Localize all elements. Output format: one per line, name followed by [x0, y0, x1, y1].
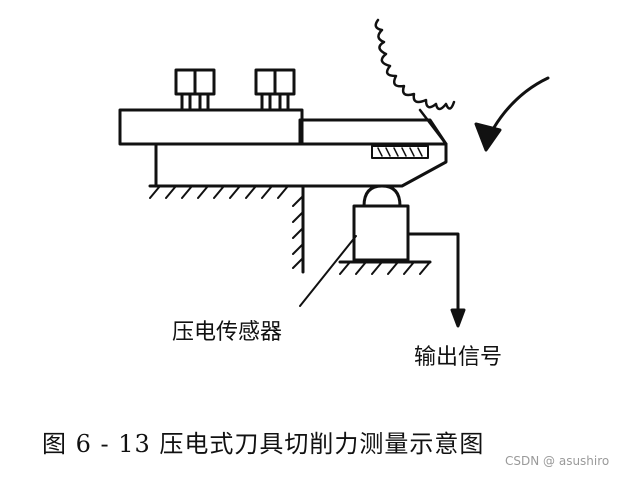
clamp-bolt-right — [254, 68, 296, 112]
sensor-ground — [338, 260, 432, 275]
holder-ground — [148, 184, 302, 199]
chip-curl — [374, 18, 456, 111]
clamp-plate — [118, 108, 304, 146]
tool-tip — [298, 118, 448, 146]
carbide-insert — [371, 145, 429, 159]
insert-hatching — [377, 147, 423, 157]
sensor-leader-line — [299, 235, 357, 307]
clamp-bolt-left — [174, 68, 216, 112]
chip-flow-line — [418, 108, 448, 146]
output-wire — [406, 232, 460, 318]
sensor-label: 压电传感器 — [172, 320, 283, 345]
wall-hatching — [292, 195, 304, 269]
piezo-sensor — [352, 204, 410, 262]
watermark: CSDN @ asushiro — [505, 454, 610, 468]
output-arrowhead — [450, 308, 466, 328]
sensor-dome — [362, 184, 402, 208]
figure-caption: 图 6 - 13 压电式刀具切削力测量示意图 — [42, 430, 485, 458]
rotation-arrowhead — [474, 122, 502, 152]
output-signal-label: 输出信号 — [414, 345, 503, 370]
